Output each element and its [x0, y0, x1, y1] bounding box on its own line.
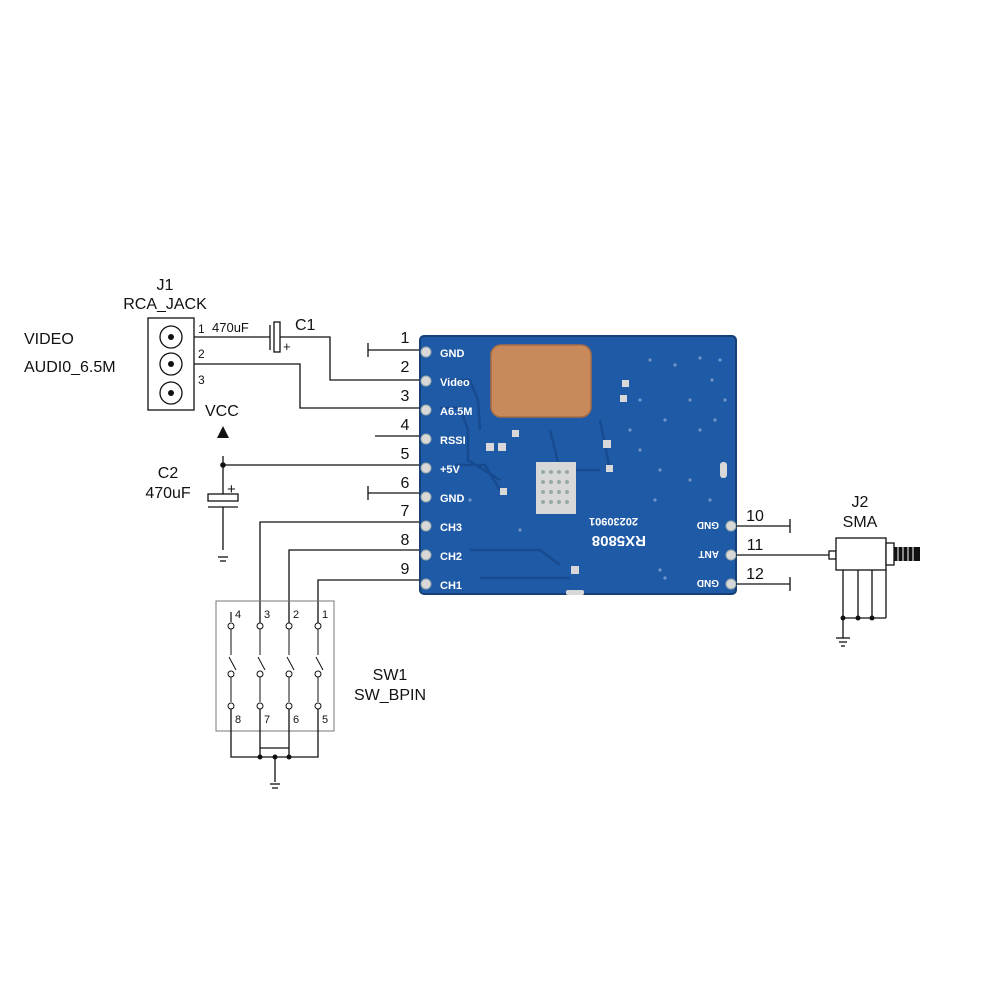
c1-value: 470uF — [212, 320, 249, 335]
pin-11-num: 11 — [747, 537, 764, 554]
sw1-pin-7: 7 — [264, 714, 270, 726]
pin-5-num: 5 — [401, 446, 410, 463]
pin-10-name: GND — [697, 519, 719, 530]
sw1-part: SW_BPIN — [354, 687, 426, 704]
vcc-c2-group: VCC C2 470uF + — [145, 403, 420, 562]
vcc-label: VCC — [205, 403, 239, 420]
j1-ref: J1 — [157, 277, 174, 294]
c1-ref: C1 — [295, 317, 316, 334]
sw1-pin-5: 5 — [322, 714, 328, 726]
j1-part: RCA_JACK — [123, 296, 207, 313]
rx5808-module: GND Video A6.5M RSSI +5V GND CH3 CH2 CH1… — [419, 335, 737, 595]
c2-value: 470uF — [145, 485, 191, 502]
j1-pin3: 3 — [198, 373, 205, 387]
pin-7-num: 7 — [401, 503, 410, 520]
gnd-wires-left — [367, 343, 420, 500]
pin-11-name: ANT — [698, 548, 719, 559]
c2-ref: C2 — [158, 465, 179, 482]
sw1-pin-2: 2 — [293, 609, 299, 621]
sw1-pin-6: 6 — [293, 714, 299, 726]
j1-wires — [194, 336, 420, 409]
pin-3-name: A6.5M — [440, 406, 472, 418]
right-pin-wires: 10 11 12 — [736, 508, 830, 591]
pin-3-num: 3 — [401, 388, 410, 405]
pin-7-name: CH3 — [440, 522, 462, 534]
vcc-arrow-icon — [217, 426, 229, 438]
j2-part: SMA — [843, 514, 878, 531]
sw1-dip-switch: 4 3 2 1 8 7 6 5 — [215, 600, 426, 789]
sw1-pin-3: 3 — [264, 609, 270, 621]
pin-4-num: 4 — [401, 417, 410, 434]
module-date: 20230901 — [589, 515, 638, 527]
pin-9-name: CH1 — [440, 580, 462, 592]
pin-5-name: +5V — [440, 464, 461, 476]
c1-plus: + — [283, 339, 291, 354]
pin-4-name: RSSI — [440, 435, 466, 447]
pin-12-num: 12 — [746, 566, 764, 583]
rf-shield — [491, 345, 591, 417]
j2-ref: J2 — [852, 494, 869, 511]
video-label: VIDEO — [24, 331, 74, 348]
j2-sma-connector: J2 SMA — [828, 494, 920, 647]
pin-6-name: GND — [440, 493, 465, 505]
left-pin-numbers: 1 2 3 4 5 6 7 8 9 — [401, 330, 410, 578]
pin-2-name: Video — [440, 377, 470, 389]
pin-8-name: CH2 — [440, 551, 462, 563]
c2-plus: + — [227, 481, 236, 498]
sw1-pin-1: 1 — [322, 609, 328, 621]
c1-capacitor: 470uF C1 + — [212, 317, 316, 354]
ch-wires — [259, 521, 420, 625]
j1-pin2: 2 — [198, 347, 205, 361]
pin-1-name: GND — [440, 348, 465, 360]
pin-9-num: 9 — [401, 561, 410, 578]
pin-6-num: 6 — [401, 475, 410, 492]
sw1-ref: SW1 — [373, 667, 408, 684]
pin-10-num: 10 — [746, 508, 764, 525]
pin-2-num: 2 — [401, 359, 410, 376]
module-name: RX5808 — [592, 532, 646, 549]
pin-8-num: 8 — [401, 532, 410, 549]
pin-12-name: GND — [697, 577, 719, 588]
thermal-pad — [536, 462, 576, 514]
audio-label: AUDI0_6.5M — [24, 359, 116, 376]
pin-1-num: 1 — [401, 330, 410, 347]
sw1-pin-4: 4 — [235, 609, 241, 621]
j1-rca-jack: J1 RCA_JACK 1 2 3 VIDEO AUDI0_6.5M — [24, 277, 207, 411]
sw1-pin-8: 8 — [235, 714, 241, 726]
j1-pin1: 1 — [198, 322, 205, 336]
